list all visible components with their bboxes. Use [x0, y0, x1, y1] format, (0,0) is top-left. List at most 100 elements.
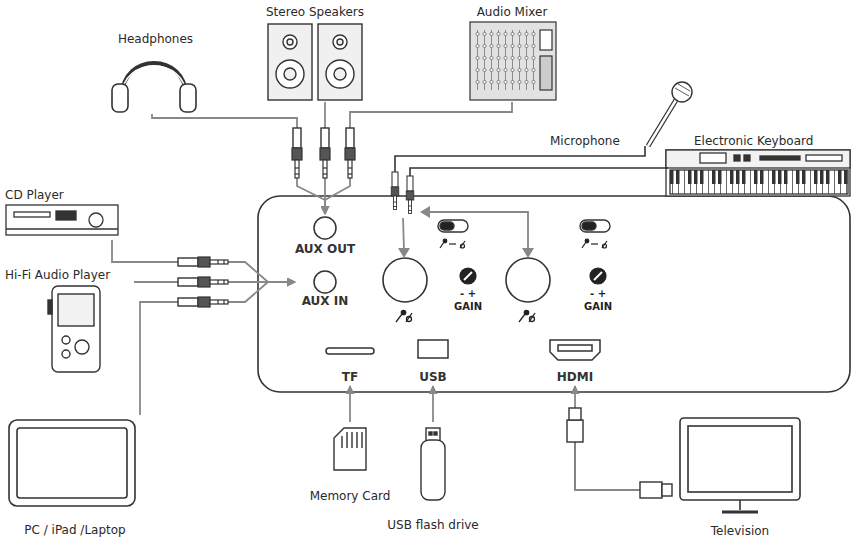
- jack-plug-part: [320, 148, 330, 160]
- headphones-drawing-part: [180, 84, 196, 112]
- jack-plug-part: [223, 300, 224, 304]
- speakers-drawing-part: [333, 35, 347, 49]
- switch-part: [440, 222, 454, 230]
- cd-player-drawing-part: [89, 213, 103, 227]
- cd-player-drawing-part: [14, 212, 50, 217]
- hifi-player-drawing-part: [52, 286, 100, 372]
- hdmi-plug: [567, 408, 672, 498]
- keyboard-drawing-part: [666, 150, 850, 196]
- jack-icon-part: [406, 313, 412, 322]
- jack-plug-part: [217, 300, 218, 304]
- switch-icon-part: [461, 244, 465, 248]
- device-label: CD Player: [5, 188, 64, 202]
- device-node: Headphones: [108, 30, 203, 114]
- combo-jack-part: [506, 258, 550, 302]
- keyboard-drawing-part: [744, 155, 750, 161]
- jack-plug-part: [223, 260, 224, 264]
- speakers-drawing-part: [276, 60, 304, 88]
- hdmi-plug-part: [567, 420, 583, 442]
- jack-plug-part: [210, 300, 228, 304]
- keyboard-drawing-part: [700, 153, 726, 163]
- hifi-player-drawing-part: [75, 340, 89, 354]
- port-shapes: [314, 217, 600, 360]
- memory-card-drawing-part: [356, 432, 357, 448]
- device-node: Memory Card: [300, 422, 400, 505]
- television-drawing: [680, 418, 800, 512]
- memory-card-drawing-part: [334, 428, 366, 470]
- port-shapes-part: [550, 340, 600, 360]
- switch-icon-part: [603, 244, 607, 248]
- headphones-drawing-part: [122, 63, 186, 96]
- switch-part: [582, 222, 596, 230]
- jack-plug-part: [321, 128, 329, 148]
- keyboard-drawing-part: [670, 170, 848, 194]
- device-label: USB flash drive: [387, 518, 478, 532]
- device-label: Audio Mixer: [477, 5, 548, 19]
- gain-knob: [460, 268, 606, 284]
- device-node: PC / iPad /Laptop: [5, 415, 145, 539]
- jack-plug-part: [348, 160, 352, 178]
- jack-plug-part: [223, 280, 224, 284]
- hdmi-cable: [575, 442, 640, 490]
- jack-plug-part: [178, 278, 198, 286]
- jack-plug-part: [406, 191, 414, 200]
- jack-icon-part: [530, 317, 535, 322]
- cd-player-drawing-part: [56, 211, 76, 220]
- hdmi-plug-part: [640, 482, 662, 498]
- mixer-drawing-part: [474, 30, 537, 90]
- port-shapes-part: [418, 340, 448, 358]
- jack-icon: [396, 310, 535, 322]
- switch-icon-part: [602, 241, 607, 248]
- gain-knob-part: [464, 272, 472, 280]
- microphone-drawing: [648, 82, 692, 146]
- instrument-cable: [395, 146, 668, 176]
- jack-plug-part: [198, 277, 210, 287]
- hifi-player-drawing-part: [62, 336, 70, 344]
- device-node: Audio Mixer: [462, 3, 562, 102]
- switch-icon-part: [585, 239, 589, 243]
- television-drawing-part: [688, 426, 792, 492]
- device-node: Microphone: [548, 80, 690, 150]
- jack-plug-part: [292, 148, 302, 160]
- cable-connector: [325, 102, 512, 214]
- port-label: USB: [419, 370, 447, 384]
- gain-label: - +: [590, 288, 606, 299]
- keyboard-drawing-part: [666, 150, 850, 168]
- device-label: Headphones: [118, 32, 193, 46]
- usb-drive-drawing-part: [426, 428, 440, 441]
- cable-connector: [152, 114, 325, 214]
- jack-plug-part: [394, 196, 397, 210]
- switch-icon: [440, 239, 607, 248]
- signal-arrow: [398, 206, 534, 258]
- switch-icon-part: [449, 243, 456, 244]
- port-node: HDMI: [540, 338, 610, 386]
- port-shapes-part: [314, 217, 336, 239]
- cd-player-drawing: [6, 205, 118, 235]
- switch-icon-part: [460, 241, 465, 248]
- signal-arrow-part: [420, 206, 430, 218]
- device-panel: [258, 196, 850, 392]
- keyboard-drawing: [666, 150, 850, 196]
- cd-player-drawing-part: [6, 228, 118, 229]
- speakers-drawing-part: [326, 60, 354, 88]
- gain-label: GAIN: [584, 301, 612, 312]
- device-node: Stereo Speakers: [262, 3, 368, 102]
- cable-connector: [112, 240, 295, 282]
- switch-icon-part: [582, 242, 586, 248]
- jack-plug-part: [394, 206, 397, 207]
- keyboard-drawing-part: [734, 155, 740, 161]
- jack-plug-part: [178, 298, 198, 306]
- jack-icon-part: [519, 314, 525, 322]
- jack-plug-part: [295, 160, 299, 178]
- jack-plug-part: [392, 172, 398, 187]
- signal-arrow-part: [522, 248, 534, 258]
- hdmi-plug-part: [569, 408, 581, 420]
- gain-knob-part: [594, 272, 602, 280]
- jack-plug-part: [198, 257, 210, 267]
- device-label: Memory Card: [310, 489, 391, 503]
- jack-plug-part: [210, 260, 228, 264]
- device-label: Hi-Fi Audio Player: [5, 268, 110, 282]
- mixer-drawing-part: [540, 56, 552, 90]
